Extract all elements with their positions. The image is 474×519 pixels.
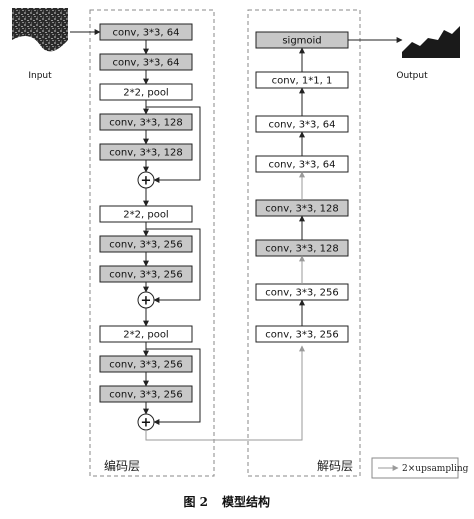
add-node-1: + bbox=[137, 171, 155, 189]
encoder-box-6: conv, 3*3, 256 bbox=[99, 265, 193, 283]
svg-text:conv, 3*3, 64: conv, 3*3, 64 bbox=[268, 160, 335, 171]
encoder-box-7: conv, 3*3, 256 bbox=[99, 355, 193, 373]
decoder-title: 解码层 bbox=[317, 459, 353, 473]
encoder-decoder-bridge bbox=[145, 345, 305, 441]
encoder-title: 编码层 bbox=[104, 458, 140, 473]
decoder-box-256-a: conv, 3*3, 256 bbox=[255, 283, 349, 301]
decoder-box-64-b: conv, 3*3, 64 bbox=[255, 155, 349, 173]
add-node-2: + bbox=[137, 291, 155, 309]
svg-text:conv, 3*3, 64: conv, 3*3, 64 bbox=[112, 58, 179, 69]
svg-text:+: + bbox=[141, 416, 152, 431]
figure-caption-title: 模型结构 bbox=[222, 494, 270, 509]
encoder-box-4: conv, 3*3, 128 bbox=[99, 143, 193, 161]
svg-text:+: + bbox=[141, 174, 152, 189]
svg-text:conv, 3*3, 256: conv, 3*3, 256 bbox=[109, 390, 182, 401]
svg-text:+: + bbox=[141, 294, 152, 309]
svg-text:conv, 1*1, 1: conv, 1*1, 1 bbox=[272, 76, 333, 87]
decoder-box-1x1: conv, 1*1, 1 bbox=[255, 71, 349, 89]
output-image bbox=[402, 10, 460, 58]
svg-text:conv, 3*3, 128: conv, 3*3, 128 bbox=[109, 148, 182, 159]
decoder-box-128-b: conv, 3*3, 128 bbox=[255, 239, 349, 257]
encoder-pool-3: 2*2, pool bbox=[99, 325, 193, 343]
svg-text:sigmoid: sigmoid bbox=[282, 36, 321, 47]
decoder-sigmoid-box: sigmoid bbox=[255, 31, 349, 49]
svg-text:conv, 3*3, 128: conv, 3*3, 128 bbox=[265, 244, 338, 255]
residual-connections bbox=[146, 106, 201, 425]
encoder-box-2: conv, 3*3, 64 bbox=[99, 53, 193, 71]
output-label: Output bbox=[396, 71, 428, 81]
encoder-box-5: conv, 3*3, 256 bbox=[99, 235, 193, 253]
encoder-box-3: conv, 3*3, 128 bbox=[99, 113, 193, 131]
encoder-box-8: conv, 3*3, 256 bbox=[99, 385, 193, 403]
decoder-box-128-a: conv, 3*3, 128 bbox=[255, 199, 349, 217]
svg-text:conv, 3*3, 256: conv, 3*3, 256 bbox=[109, 240, 182, 251]
svg-text:conv, 3*3, 128: conv, 3*3, 128 bbox=[265, 204, 338, 215]
input-label: Input bbox=[28, 71, 52, 81]
svg-text:conv, 3*3, 256: conv, 3*3, 256 bbox=[265, 288, 338, 299]
encoder-pool-2: 2*2, pool bbox=[99, 205, 193, 223]
svg-text:conv, 3*3, 256: conv, 3*3, 256 bbox=[265, 330, 338, 341]
svg-text:2*2, pool: 2*2, pool bbox=[123, 330, 168, 341]
add-node-3: + bbox=[137, 413, 155, 431]
decoder-box-256-b: conv, 3*3, 256 bbox=[255, 325, 349, 343]
encoder-panel bbox=[89, 9, 215, 477]
decoder-panel bbox=[247, 9, 361, 477]
svg-text:2×upsampling: 2×upsampling bbox=[402, 464, 469, 474]
svg-text:conv, 3*3, 64: conv, 3*3, 64 bbox=[112, 28, 179, 39]
svg-text:conv, 3*3, 256: conv, 3*3, 256 bbox=[109, 270, 182, 281]
svg-text:conv, 3*3, 64: conv, 3*3, 64 bbox=[268, 120, 335, 131]
svg-text:conv, 3*3, 256: conv, 3*3, 256 bbox=[109, 360, 182, 371]
svg-text:conv, 3*3, 128: conv, 3*3, 128 bbox=[109, 118, 182, 129]
input-image bbox=[12, 8, 68, 58]
svg-text:2*2, pool: 2*2, pool bbox=[123, 88, 168, 99]
encoder-pool-1: 2*2, pool bbox=[99, 83, 193, 101]
svg-text:2*2, pool: 2*2, pool bbox=[123, 210, 168, 221]
decoder-box-64-a: conv, 3*3, 64 bbox=[255, 115, 349, 133]
figure-caption-number: 图 2 bbox=[183, 495, 208, 509]
encoder-box-1: conv, 3*3, 64 bbox=[99, 23, 193, 41]
legend-upsampling: 2×upsampling bbox=[371, 457, 469, 479]
